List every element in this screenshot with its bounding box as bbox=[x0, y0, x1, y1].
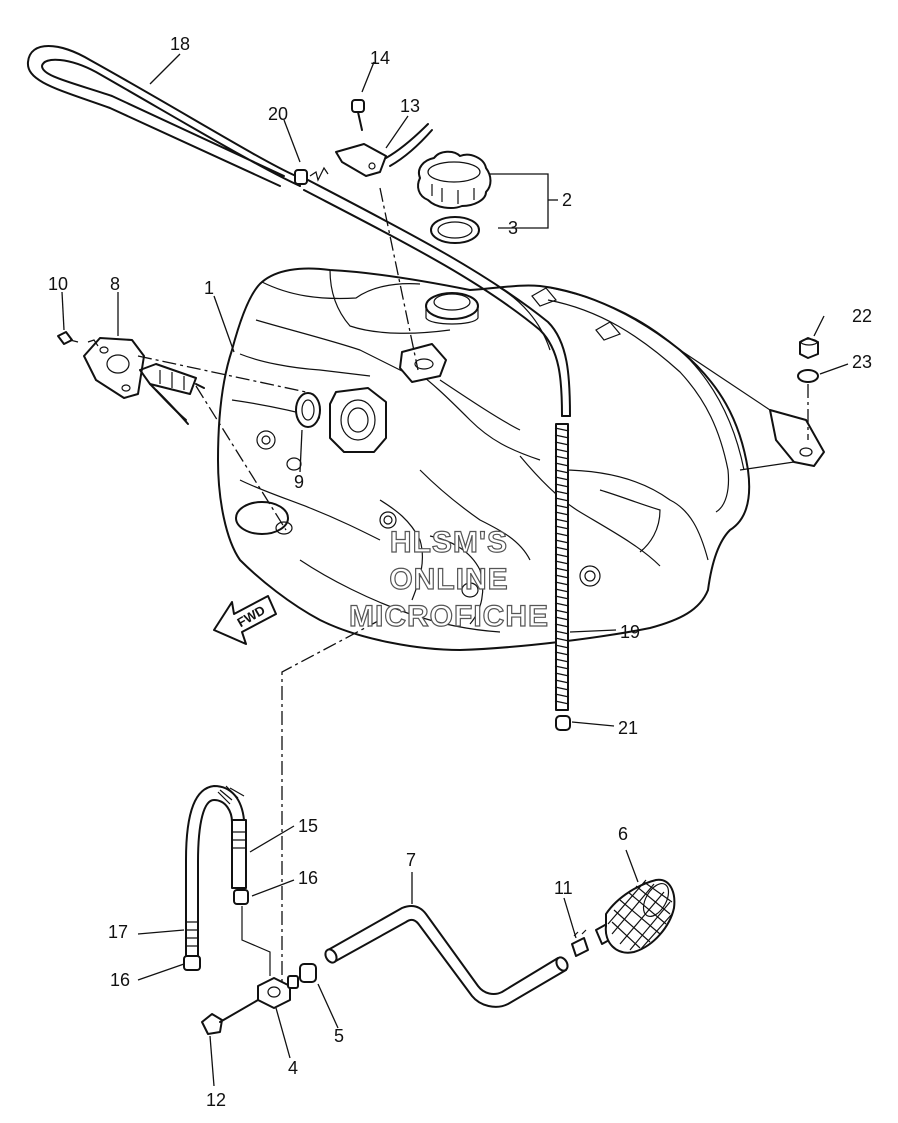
forward-direction-arrow: FWD bbox=[213, 595, 277, 645]
corrugation-ring bbox=[554, 511, 570, 516]
watermark-line-3: MICROFICHE bbox=[349, 600, 549, 633]
callout-11: 11 bbox=[554, 878, 573, 898]
callout-10: 10 bbox=[48, 274, 68, 294]
callout-20: 20 bbox=[268, 104, 288, 124]
hose-15 bbox=[231, 819, 247, 889]
corrugation-ring bbox=[554, 616, 570, 621]
corrugation-ring bbox=[554, 462, 570, 467]
clip-16-upper bbox=[233, 889, 249, 905]
callout-16-upper: 16 bbox=[298, 868, 318, 888]
fuel-tank-1 bbox=[217, 267, 825, 651]
corrugation-ring bbox=[554, 658, 570, 663]
corrugation-ring bbox=[554, 595, 570, 600]
callout-18: 18 bbox=[170, 34, 190, 54]
breather-hose-18 bbox=[26, 45, 301, 187]
corrugation-ring bbox=[554, 630, 570, 635]
callout-3: 3 bbox=[508, 218, 518, 238]
nut-22 bbox=[799, 337, 819, 359]
corrugation-ring bbox=[554, 532, 570, 537]
callout-9: 9 bbox=[294, 472, 304, 492]
bracket-13 bbox=[335, 123, 433, 177]
corrugation-ring bbox=[554, 644, 570, 649]
collar-5 bbox=[299, 963, 317, 983]
callout-6: 6 bbox=[618, 824, 628, 844]
corrugation-ring bbox=[554, 602, 570, 607]
clip-16-lower bbox=[183, 955, 201, 971]
fuel-filter-6 bbox=[595, 878, 676, 954]
corrugation-ring bbox=[554, 574, 570, 579]
callout-19: 19 bbox=[620, 622, 640, 642]
corrugation-ring bbox=[554, 700, 570, 705]
corrugation-ring bbox=[554, 651, 570, 656]
corrugation-ring bbox=[554, 455, 570, 460]
hose-clip-11 bbox=[571, 929, 589, 957]
corrugation-ring bbox=[554, 672, 570, 677]
callout-4: 4 bbox=[288, 1058, 298, 1078]
screw-12 bbox=[201, 999, 259, 1035]
corrugation-ring bbox=[554, 490, 570, 495]
corrugation-ring bbox=[554, 441, 570, 446]
screw-10 bbox=[57, 331, 79, 345]
watermark: HLSM'S ONLINE MICROFICHE bbox=[348, 525, 549, 633]
callout-16-lower: 16 bbox=[110, 970, 130, 990]
callout-12: 12 bbox=[206, 1090, 226, 1110]
corrugation-ring bbox=[554, 476, 570, 481]
callout-22: 22 bbox=[852, 306, 872, 326]
corrugation-ring bbox=[554, 483, 570, 488]
corrugation-ring bbox=[554, 553, 570, 558]
callout-7: 7 bbox=[406, 850, 416, 870]
hose-end-21 bbox=[555, 715, 571, 731]
corrugation-ring bbox=[554, 567, 570, 572]
corrugation-ring bbox=[554, 693, 570, 698]
corrugation-ring bbox=[554, 637, 570, 642]
callout-1: 1 bbox=[204, 278, 214, 298]
o-ring-9 bbox=[295, 392, 321, 428]
corrugation-ring bbox=[554, 560, 570, 565]
corrugation-ring bbox=[554, 469, 570, 474]
fuel-sender-8 bbox=[83, 337, 205, 425]
corrugation-ring bbox=[554, 623, 570, 628]
watermark-line-1: HLSM'S bbox=[390, 526, 508, 559]
hose-17 bbox=[185, 785, 245, 961]
corrugation-ring bbox=[554, 427, 570, 432]
corrugation-ring bbox=[554, 686, 570, 691]
fuel-cap-2 bbox=[417, 150, 492, 209]
corrugation-ring bbox=[554, 525, 570, 530]
fuel-hose-7 bbox=[324, 905, 569, 1008]
corrugation-ring bbox=[554, 581, 570, 586]
callout-8: 8 bbox=[110, 274, 120, 294]
corrugation-ring bbox=[554, 588, 570, 593]
screw-14 bbox=[351, 99, 365, 131]
callout-5: 5 bbox=[334, 1026, 344, 1046]
corrugation-ring bbox=[554, 497, 570, 502]
callout-23: 23 bbox=[852, 352, 872, 372]
callout-21: 21 bbox=[618, 718, 638, 738]
gasket-3 bbox=[430, 216, 480, 244]
callout-13: 13 bbox=[400, 96, 420, 116]
callout-2: 2 bbox=[562, 190, 572, 210]
damper-23 bbox=[797, 369, 819, 383]
callout-14: 14 bbox=[370, 48, 390, 68]
corrugation-ring bbox=[554, 665, 570, 670]
corrugation-ring bbox=[554, 539, 570, 544]
corrugation-ring bbox=[554, 609, 570, 614]
fuel-cock-4 bbox=[257, 975, 299, 1009]
corrugation-ring bbox=[554, 504, 570, 509]
hose-clip-20 bbox=[294, 169, 308, 185]
callout-15: 15 bbox=[298, 816, 318, 836]
corrugation-rings bbox=[554, 427, 570, 705]
corrugation-ring bbox=[554, 448, 570, 453]
callout-17: 17 bbox=[108, 922, 128, 942]
corrugation-ring bbox=[554, 679, 570, 684]
corrugation-ring bbox=[554, 546, 570, 551]
corrugation-ring bbox=[554, 518, 570, 523]
watermark-line-2: ONLINE bbox=[389, 563, 508, 596]
corrugation-ring bbox=[554, 434, 570, 439]
